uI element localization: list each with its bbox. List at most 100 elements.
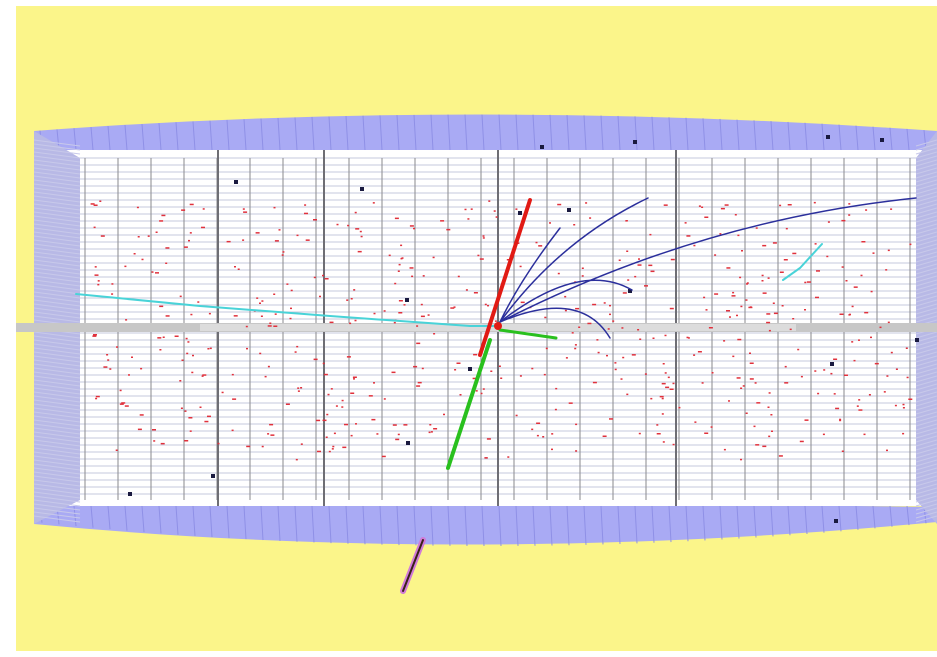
hit	[639, 338, 642, 340]
hit	[187, 341, 190, 343]
hit	[355, 228, 360, 230]
hit	[732, 291, 735, 294]
hit	[119, 403, 124, 405]
hit	[684, 222, 687, 224]
hit	[403, 424, 408, 426]
hit	[804, 309, 806, 311]
band-segment	[107, 125, 111, 151]
hit	[609, 418, 613, 420]
band-segment	[787, 121, 791, 151]
hit	[638, 258, 640, 260]
hit	[787, 204, 792, 206]
hit	[376, 433, 379, 435]
endcap-hatch	[33, 211, 81, 219]
hit	[701, 382, 704, 384]
endcap-hatch	[33, 279, 81, 287]
hit	[416, 325, 419, 327]
hit	[185, 337, 188, 340]
hit	[264, 375, 267, 378]
hit	[188, 239, 190, 242]
band-segment	[345, 116, 349, 151]
hit	[202, 208, 205, 210]
hit	[606, 354, 608, 357]
hit	[128, 374, 130, 376]
hit	[826, 255, 829, 258]
band-segment	[617, 505, 621, 544]
hit	[755, 227, 758, 229]
hit	[626, 250, 629, 252]
hit	[202, 374, 207, 376]
hit	[736, 314, 738, 317]
endcap-hatch	[915, 395, 937, 403]
hit	[890, 351, 893, 354]
hit	[473, 292, 478, 294]
hit	[568, 402, 573, 404]
hit	[520, 301, 525, 304]
endcap-hatch	[915, 379, 937, 387]
band-segment	[243, 505, 247, 540]
hit	[161, 214, 166, 217]
hit	[139, 414, 144, 416]
endcap-hatch	[915, 347, 937, 355]
endcap-hatch	[915, 203, 937, 211]
hit	[267, 433, 270, 435]
hit	[792, 318, 795, 320]
hit	[538, 245, 543, 247]
hit	[480, 392, 483, 395]
band-segment	[549, 505, 553, 546]
hit	[457, 275, 460, 278]
hit	[887, 249, 890, 252]
hit	[189, 430, 192, 432]
hit	[322, 419, 327, 422]
hit	[133, 253, 136, 255]
hit	[902, 432, 905, 435]
hit	[242, 239, 245, 241]
hit	[728, 400, 730, 402]
endcap-hatch	[33, 435, 81, 443]
hit	[409, 267, 414, 269]
detector-bottom-band	[34, 503, 937, 545]
hit	[184, 410, 187, 412]
hit	[814, 370, 817, 372]
hit	[294, 351, 297, 353]
band-segment	[192, 121, 196, 151]
endcap-hatch	[915, 183, 937, 191]
endcap-hatch	[33, 407, 81, 415]
endcap-hatch	[915, 363, 937, 371]
hit	[153, 440, 156, 442]
hit	[256, 297, 259, 299]
hit	[209, 347, 212, 350]
blue-curved-track	[499, 307, 611, 339]
endcap-hatch	[915, 147, 937, 155]
band-segment	[532, 114, 536, 151]
hit	[100, 235, 105, 237]
hit	[885, 269, 888, 271]
endcap-hatch	[915, 255, 937, 263]
hit	[395, 438, 400, 441]
hit	[536, 434, 539, 437]
hit	[772, 302, 775, 304]
hit	[346, 356, 351, 358]
endcap-hatch	[33, 243, 81, 251]
endcap-hatch	[33, 495, 81, 503]
hit	[656, 433, 661, 435]
hit	[479, 258, 484, 260]
band-segment	[243, 119, 247, 151]
endcap-hatch	[915, 315, 937, 323]
endcap-hatch	[915, 207, 937, 215]
hit	[137, 428, 142, 431]
band-segment	[872, 126, 876, 151]
endcap-hatch	[33, 295, 81, 303]
endcap-hatch	[915, 499, 937, 507]
hit	[849, 313, 851, 316]
hit	[327, 393, 330, 396]
band-segment	[413, 505, 417, 546]
endcap-hatch	[33, 479, 81, 487]
endcap-hatch	[915, 399, 937, 407]
endcap-hatch	[915, 427, 937, 435]
band-segment	[362, 115, 366, 151]
hit	[411, 275, 414, 278]
hit	[719, 233, 722, 235]
hit	[472, 377, 477, 380]
endcap-hatch	[915, 191, 937, 199]
